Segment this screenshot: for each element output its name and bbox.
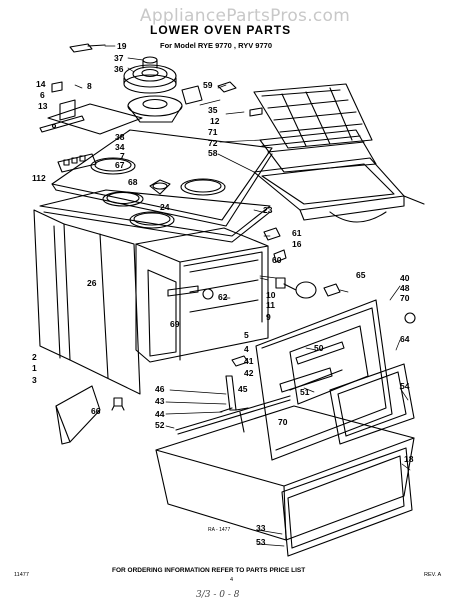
callout-14: 14: [36, 79, 46, 89]
cooktop-frame: [39, 189, 271, 243]
leader-lines: [74, 45, 411, 547]
callout-4: 4: [244, 344, 249, 354]
callout-2: 2: [32, 352, 37, 362]
model-subtitle: For Model RYE 9770 , RYV 9770: [160, 41, 272, 50]
callout-44: 44: [155, 409, 165, 419]
callout-68: 68: [128, 177, 138, 187]
callout-58: 58: [208, 148, 218, 158]
callout-41: 41: [244, 356, 254, 366]
callout-46: 46: [155, 384, 165, 394]
callout-67: 67: [115, 160, 125, 170]
callout-66: 66: [91, 406, 101, 416]
callout-26: 26: [87, 278, 97, 288]
callout-24: 24: [160, 202, 170, 212]
callout-65: 65: [356, 270, 366, 280]
callout-71: 71: [208, 127, 218, 137]
drip-bowl: [127, 95, 183, 123]
oven-light: [275, 277, 317, 299]
callout-12: 12: [210, 116, 220, 126]
callout-70-upper: 70: [400, 293, 410, 303]
callout-60: 60: [272, 255, 282, 265]
oven-cavity: [135, 227, 269, 363]
callout-35: 35: [208, 105, 218, 115]
callout-59: 59: [203, 80, 213, 90]
callout-38: 38: [115, 132, 125, 142]
callout-6: 6: [40, 90, 45, 100]
callout-69: 69: [170, 319, 180, 329]
thermostat-clip: [263, 227, 341, 297]
switch-block: [57, 153, 97, 173]
callout-34: 34: [115, 142, 125, 152]
footer-left-code: 11477: [14, 572, 29, 578]
left-brackets: [39, 81, 143, 135]
callout-9: 9: [266, 312, 271, 322]
watermark: AppliancePartsPros.com: [139, 6, 351, 26]
handwritten-note: 3/3 - 0 - 8: [196, 590, 240, 600]
cabinet-side: [33, 209, 141, 395]
callout-19: 19: [117, 41, 127, 51]
callout-7: 7: [120, 151, 125, 161]
callout-70-lower: 70: [278, 417, 288, 427]
callout-72: 72: [208, 138, 218, 148]
callout-37: 37: [114, 53, 124, 63]
surface-element: [123, 56, 177, 94]
callout-11: 11: [266, 300, 275, 310]
callout-18: 18: [404, 454, 414, 464]
broiler-pan: [253, 157, 425, 223]
drawing-reference: RA - 1477: [208, 527, 231, 533]
callout-50: 50: [314, 343, 324, 353]
callout-62: 62: [218, 292, 228, 302]
callout-64: 64: [400, 334, 410, 344]
callout-112: 112: [32, 173, 46, 183]
callout-8: 8: [87, 81, 92, 91]
page-number: 4: [230, 577, 234, 583]
callout-3: 3: [32, 375, 37, 385]
drawer-front: [281, 447, 413, 557]
oven-door: [255, 299, 416, 461]
callout-61: 61: [292, 228, 302, 238]
callout-36: 36: [114, 64, 124, 74]
support-bracket: [55, 385, 125, 445]
callout-42: 42: [244, 368, 254, 378]
callout-51: 51: [300, 387, 310, 397]
small-brackets: [181, 81, 263, 117]
callout-13: 13: [38, 101, 48, 111]
footer-right-code: REV. A: [424, 572, 442, 578]
callout-23: 23: [263, 205, 273, 215]
callout-43: 43: [155, 396, 165, 406]
door-handle: [279, 341, 345, 393]
callout-52: 52: [155, 420, 165, 430]
callout-16: 16: [292, 239, 302, 249]
element-connector: [69, 43, 106, 53]
callout-48: 48: [400, 283, 410, 293]
callout-53: 53: [256, 537, 266, 547]
callout-5: 5: [244, 330, 249, 340]
door-glass: [329, 363, 415, 445]
callout-45: 45: [238, 384, 248, 394]
rack-frame: [259, 129, 377, 173]
callout-1: 1: [32, 363, 37, 373]
callout-10: 10: [266, 290, 276, 300]
callout-40: 40: [400, 273, 410, 283]
callout-54: 54: [400, 381, 410, 391]
cooktop: [51, 129, 273, 229]
callout-33: 33: [256, 523, 266, 533]
ordering-info: FOR ORDERING INFORMATION REFER TO PARTS …: [112, 567, 306, 574]
page-title: LOWER OVEN PARTS: [150, 23, 292, 37]
